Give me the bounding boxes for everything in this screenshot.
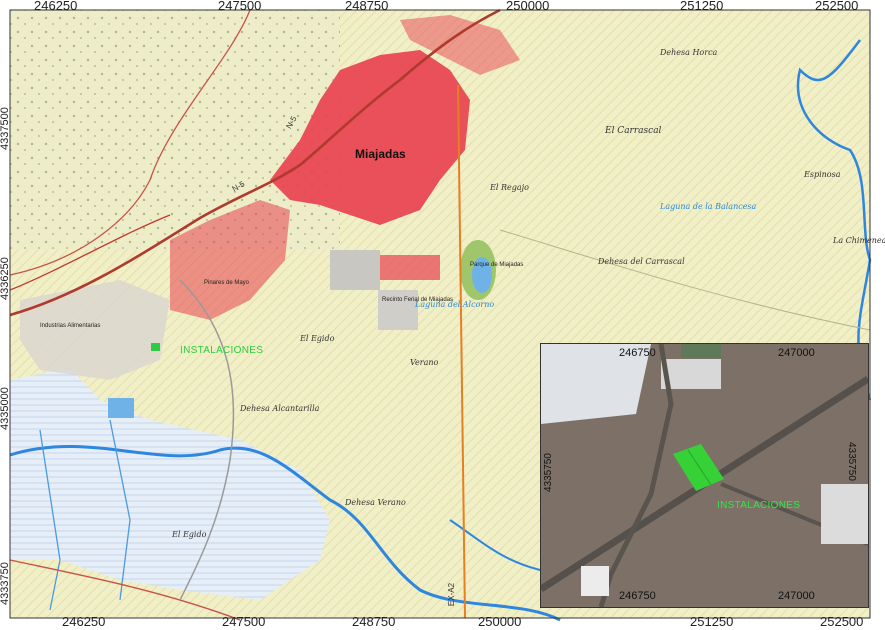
aerial-inset: 246750 247000 246750 247000 4335750 4335… (540, 343, 869, 608)
stream-2 (39, 429, 61, 611)
place-label: El Egido (172, 530, 207, 539)
fairground (330, 250, 380, 290)
road-grey-2 (499, 229, 871, 331)
place-label: Pinares de Mayo (204, 280, 250, 286)
installations-marker (151, 343, 160, 351)
grid-label-bottom: 247500 (222, 614, 266, 629)
inset-grid-label-bottom: 246750 (619, 590, 656, 602)
grid-label-top: 251250 (680, 0, 724, 13)
grid-label-top: 247500 (218, 0, 262, 13)
grid-label-bottom: 246250 (62, 614, 106, 629)
inset-grid-label-top: 247000 (778, 347, 815, 359)
grid-label-top: 246250 (34, 0, 78, 13)
river-south (449, 519, 541, 571)
aerial-image (541, 344, 868, 607)
stream-1 (109, 419, 131, 601)
place-label: Dehesa Horca (660, 48, 718, 57)
aerial-installations (673, 444, 724, 491)
grid-label-top: 250000 (506, 0, 550, 13)
road-north-west (9, 214, 171, 291)
town-north-area (400, 15, 520, 75)
place-label: Espinosa (804, 170, 841, 179)
water-tanks (108, 398, 134, 418)
irrigated-area-small (170, 440, 290, 530)
place-label: Laguna de la Balancesa (660, 202, 757, 211)
urban-block-south (380, 255, 440, 280)
grid-label-left: 4335000 (0, 387, 11, 430)
town-west-area (170, 200, 290, 320)
road-north (9, 9, 251, 276)
place-label: Dehesa Alcantarilla (240, 404, 320, 413)
grid-label-left: 4336250 (0, 257, 11, 300)
place-label: Industrias Alimentarias (40, 323, 101, 329)
river-main (9, 444, 561, 622)
place-label: Laguna del Alcorno (415, 300, 495, 309)
town-urban-area (270, 50, 470, 225)
installations-label: INSTALACIONES (180, 345, 264, 356)
place-label: Verano (410, 358, 439, 367)
place-label: El Regajo (490, 183, 529, 192)
place-label: Recinto Ferial de Miajadas (382, 297, 454, 303)
road-south-west (9, 559, 241, 621)
grid-label-bottom: 252500 (820, 614, 864, 629)
aerial-warehouse-2 (681, 344, 721, 358)
place-label: Parque de Miajadas (470, 262, 524, 268)
grid-label-bottom: 250000 (478, 614, 522, 629)
grid-label-bottom: 248750 (352, 614, 396, 629)
place-label: Dehesa del Carrascal (598, 257, 685, 266)
inset-grid-label-bottom: 247000 (778, 590, 815, 602)
recinto-ferial (378, 290, 418, 330)
grid-label-left: 4337500 (0, 107, 11, 150)
river-east (796, 39, 872, 401)
lake (472, 257, 492, 293)
inset-grid-label-left: 4335750 (543, 453, 554, 492)
map-border (9, 9, 871, 619)
grid-label-top: 248750 (345, 0, 389, 13)
road-label: EX-A2 (447, 582, 457, 607)
town-label: Miajadas (355, 147, 406, 161)
irrigated-area (10, 368, 330, 600)
aerial-building-se (821, 484, 868, 544)
place-label: El Carrascal (605, 126, 662, 136)
road-grey-1 (179, 279, 235, 601)
aerial-building (541, 344, 651, 424)
industrial-zone (20, 280, 170, 380)
place-label: Dehesa Verano (345, 498, 406, 507)
place-label: La Chimenea (833, 236, 885, 245)
axis-line (457, 84, 466, 619)
grid-label-bottom: 251250 (690, 614, 734, 629)
grid-label-top: 252500 (815, 0, 859, 13)
inset-installations-label: INSTALACIONES (717, 500, 801, 511)
aerial-warehouse (661, 359, 721, 389)
motorway-n5 (9, 8, 501, 317)
place-label: El Egido (300, 334, 335, 343)
grid-label-left: 4333750 (0, 562, 11, 605)
inset-grid-label-top: 246750 (619, 347, 656, 359)
aerial-building-sw (581, 566, 609, 596)
inset-grid-label-right: 4335750 (846, 442, 857, 481)
